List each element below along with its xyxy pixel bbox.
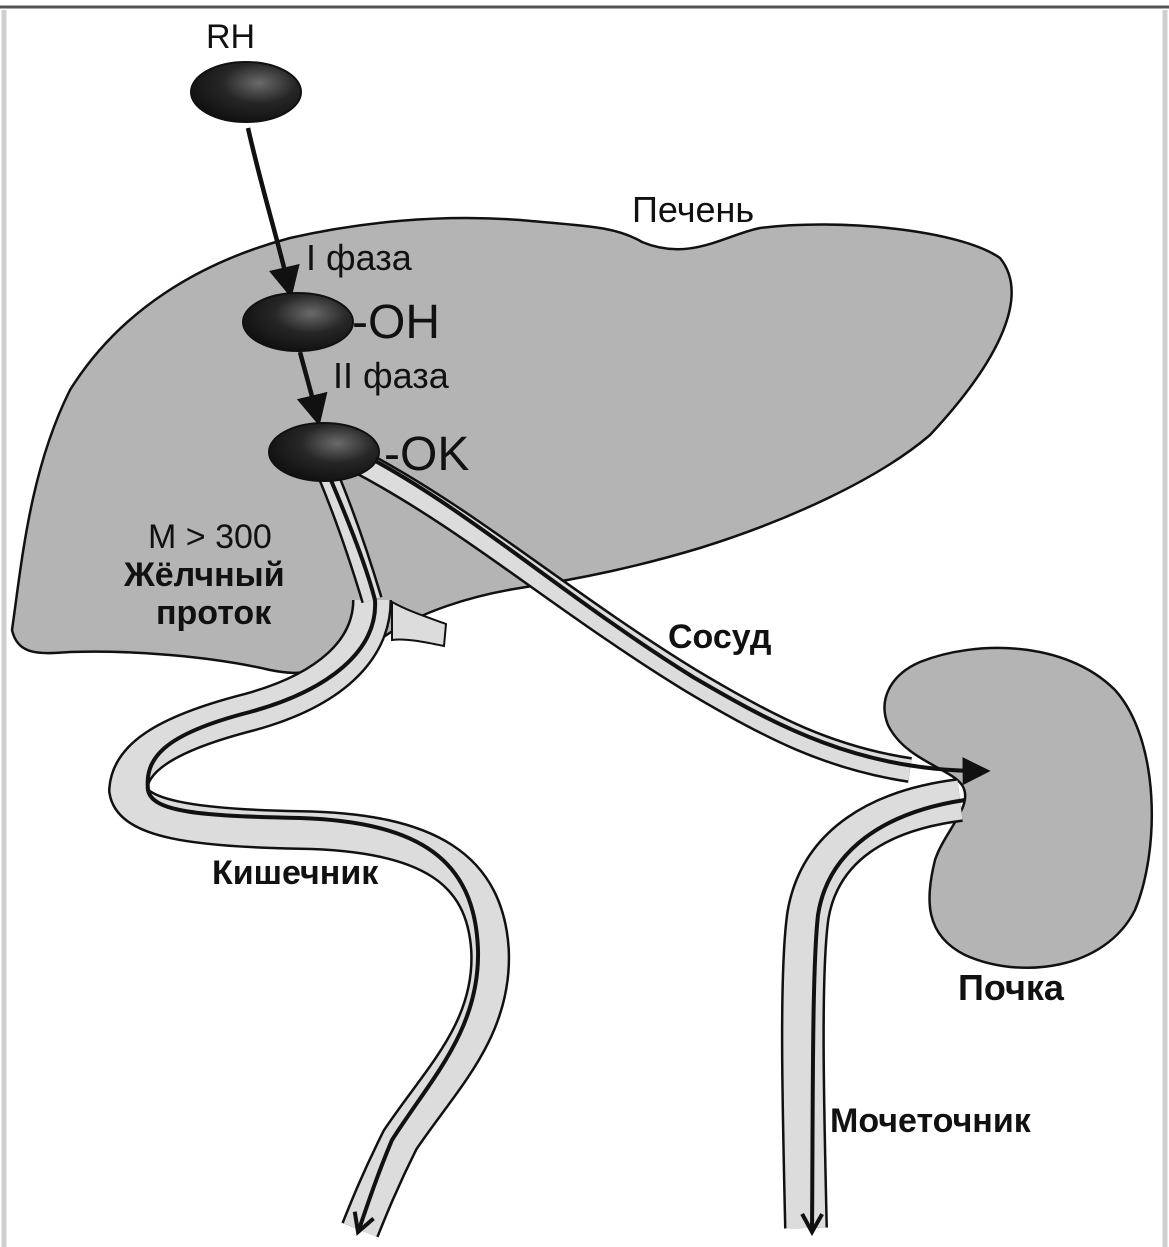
molecule-oh <box>243 293 353 351</box>
molecule-rh <box>191 62 301 122</box>
label-phase1: I фаза <box>306 237 413 278</box>
label-mass-threshold: M > 300 <box>148 518 272 556</box>
label-vessel: Сосуд <box>668 618 771 656</box>
label-liver: Печень <box>632 189 754 230</box>
molecule-ok <box>269 423 379 481</box>
label-bile-duct-line1: Жёлчный <box>123 556 285 594</box>
intestine-tube-fill <box>128 600 490 1230</box>
label-phase2: II фаза <box>333 355 450 396</box>
label-intestine: Кишечник <box>212 854 379 892</box>
label-conjugate: -OK <box>384 428 469 481</box>
label-hydroxyl: -OH <box>352 296 440 349</box>
label-kidney: Почка <box>958 967 1065 1008</box>
label-ureter: Мочеточник <box>830 1102 1032 1140</box>
label-bile-duct-line2: проток <box>156 594 272 632</box>
label-substance: RH <box>206 18 255 56</box>
